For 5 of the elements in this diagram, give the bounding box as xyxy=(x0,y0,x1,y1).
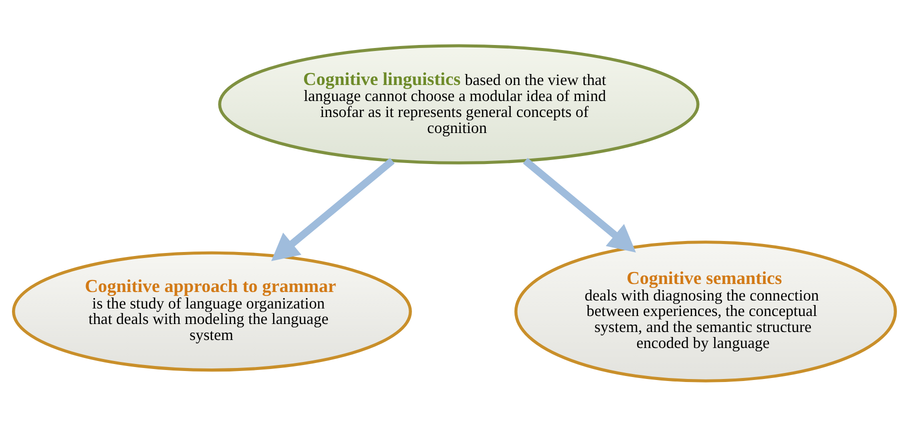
node-ellipse: Cognitive approach to grammar is the study of language organization that deals with modeling the language system xyxy=(12,250,412,372)
node-ellipse: Cognitive linguistics based on the view that language cannot choose a modular idea of mind insofar as it represents general concepts of cognition xyxy=(218,44,700,164)
arrow xyxy=(522,157,636,252)
node-ellipse: Cognitive semantics deals with diagnosing the connection between experiences, the conceptual system, and the semantic structure encoded by language xyxy=(514,240,897,382)
arrow xyxy=(271,157,395,261)
